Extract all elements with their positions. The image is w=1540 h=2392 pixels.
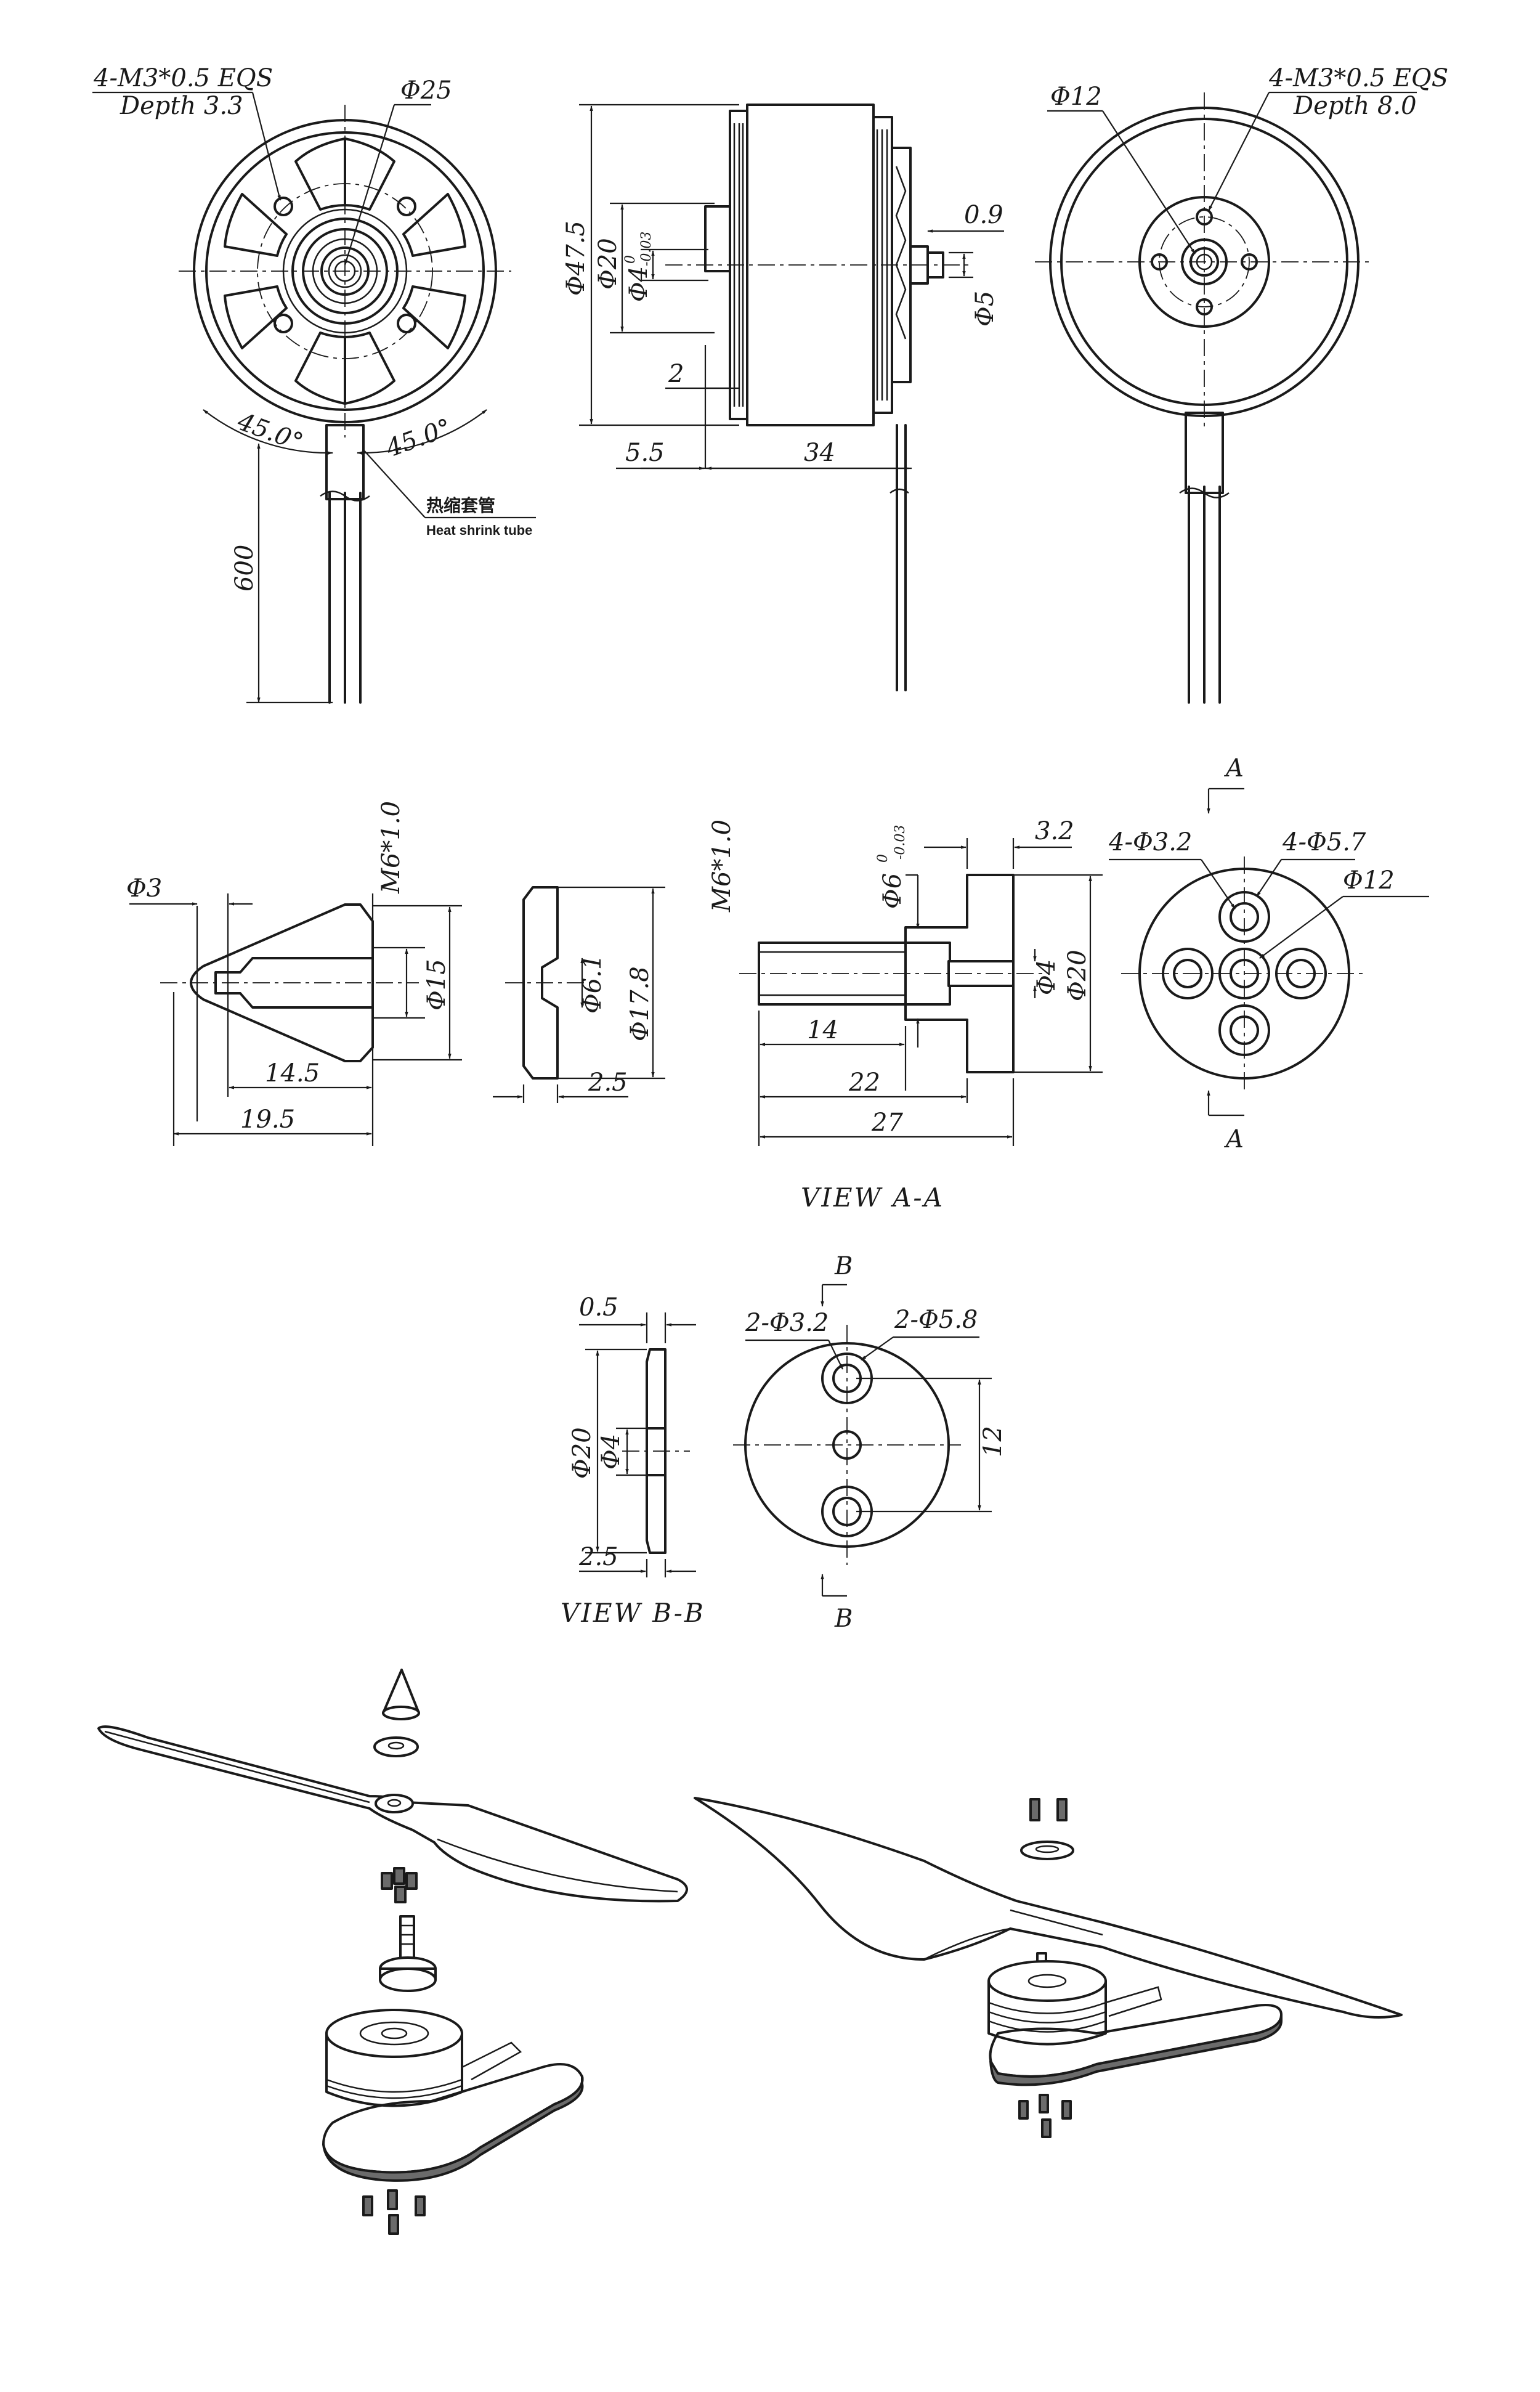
adapter-dia-4: Φ4 (1032, 959, 1061, 995)
view-bb-holes-large: 2-Φ5.8 (894, 1306, 978, 1334)
exploded-assembly-left (97, 1669, 688, 2235)
adapter-flange-3-2: 3.2 (1035, 817, 1074, 845)
side-dim-2: 2 (668, 360, 684, 388)
motor-illustration-right (987, 1952, 1162, 2046)
spinner-dia-3: Φ3 (126, 874, 162, 903)
view-bb-dim-2-5: 2.5 (578, 1543, 618, 1571)
screws-lower-left (362, 2189, 426, 2235)
screws-upper-right (1029, 1798, 1068, 1821)
view-aa: A A 4-Φ3.2 4-Φ5.7 Φ12 VIEW A-A (801, 754, 1429, 1213)
view-bb-holes-small: 2-Φ3.2 (745, 1309, 829, 1337)
washer-dia-6-1: Φ6.1 (578, 954, 607, 1014)
adapter-dia-6-tol-bottom: -0.03 (893, 825, 908, 860)
front-angle-right: 45.0° (382, 413, 455, 463)
side-dia-47-5: Φ47.5 (562, 221, 590, 296)
side-dim-5-5: 5.5 (625, 439, 665, 467)
motor-front-spoke-windows (224, 137, 466, 405)
heat-shrink-label-en: Heat shrink tube (426, 523, 532, 538)
front-dia-25: Φ25 (400, 76, 452, 105)
adapter-dia-6-tol-top: 0 (875, 854, 891, 863)
adapter-len-27: 27 (871, 1109, 903, 1137)
prop-adapter-section: M6*1.0 Φ6 0 -0.03 3.2 Φ4 Φ20 14 22 27 (708, 817, 1103, 1146)
screws-upper-left (381, 1867, 418, 1903)
side-dia-4: Φ4 (625, 266, 653, 302)
washer-thickness: 2.5 (588, 1068, 628, 1097)
view-aa-dia-12: Φ12 (1343, 866, 1395, 895)
spinner-dia-15: Φ15 (423, 959, 451, 1011)
motor-illustration-left (325, 2009, 522, 2107)
view-bb-dia-4: Φ4 (597, 1434, 625, 1470)
washer-illustration-right (1020, 1841, 1074, 1860)
motor-front-leads (320, 424, 370, 704)
view-aa-holes-large: 4-Φ5.7 (1282, 828, 1366, 856)
spinner-len-19-5: 19.5 (240, 1105, 295, 1134)
back-mount-note-2: Depth 8.0 (1293, 92, 1417, 120)
adapter-dia-6: Φ6 (878, 873, 907, 909)
side-dia-20: Φ20 (594, 238, 622, 290)
washer-section: Φ6.1 Φ17.8 2.5 (493, 886, 665, 1103)
adapter-len-14: 14 (807, 1016, 838, 1044)
view-aa-section-top: A (1223, 754, 1244, 783)
adapter-dia-20: Φ20 (1063, 950, 1092, 1001)
side-dim-34: 34 (804, 439, 835, 467)
front-mount-note-2: Depth 3.3 (120, 92, 243, 120)
exploded-assembly-right (694, 1797, 1403, 2138)
washer-dia-17-8: Φ17.8 (626, 966, 654, 1041)
view-aa-section-bottom: A (1223, 1125, 1244, 1153)
spinner-section: Φ3 M6*1.0 Φ15 14.5 19.5 (126, 801, 462, 1146)
view-bb: 0.5 Φ20 Φ4 2.5 B B 2-Φ3.2 2-Φ5.8 12 VIEW… (561, 1252, 1007, 1633)
side-dia-4-tol-bottom: -0.03 (639, 232, 654, 266)
front-mount-note-1: 4-M3*0.5 EQS (93, 64, 273, 92)
screws-lower-right (1018, 2094, 1072, 2138)
view-bb-section-bottom: B (834, 1605, 853, 1633)
adapter-thread: M6*1.0 (708, 820, 736, 913)
view-bb-caption: VIEW B-B (561, 1598, 705, 1628)
view-bb-dim-12: 12 (979, 1426, 1007, 1457)
side-dia-4-tol-top: 0 (623, 255, 638, 264)
motor-back-view: Φ12 4-M3*0.5 EQS Depth 8.0 (1035, 64, 1448, 704)
back-dia-12: Φ12 (1050, 83, 1102, 111)
prop-adapter-illustration (399, 1915, 415, 1961)
washer-illustration (373, 1736, 419, 1757)
adapter-len-22: 22 (848, 1068, 880, 1097)
propeller-right-illustration (694, 1797, 1403, 2019)
view-bb-section-top: B (834, 1252, 853, 1280)
heat-shrink-label-cn: 热缩套管 (426, 495, 495, 516)
motor-side-view: Φ47.5 Φ20 Φ4 0 -0.03 0.9 Φ5 2 5.5 34 (562, 104, 1004, 691)
side-dim-0-9: 0.9 (964, 201, 1003, 229)
spinner-thread: M6*1.0 (377, 801, 405, 894)
side-dia-5: Φ5 (971, 291, 999, 327)
view-aa-caption: VIEW A-A (801, 1182, 944, 1213)
view-aa-holes-small: 4-Φ3.2 (1108, 828, 1192, 856)
front-lead-length: 600 (230, 545, 259, 592)
view-bb-dim-0-5: 0.5 (579, 1293, 618, 1322)
back-mount-note-1: 4-M3*0.5 EQS (1268, 64, 1448, 92)
view-bb-dia-20: Φ20 (568, 1427, 596, 1479)
spinner-len-14-5: 14.5 (265, 1059, 320, 1088)
motor-front-view: 4-M3*0.5 EQS Depth 3.3 Φ25 45.0° 45.0° 6… (92, 64, 536, 704)
